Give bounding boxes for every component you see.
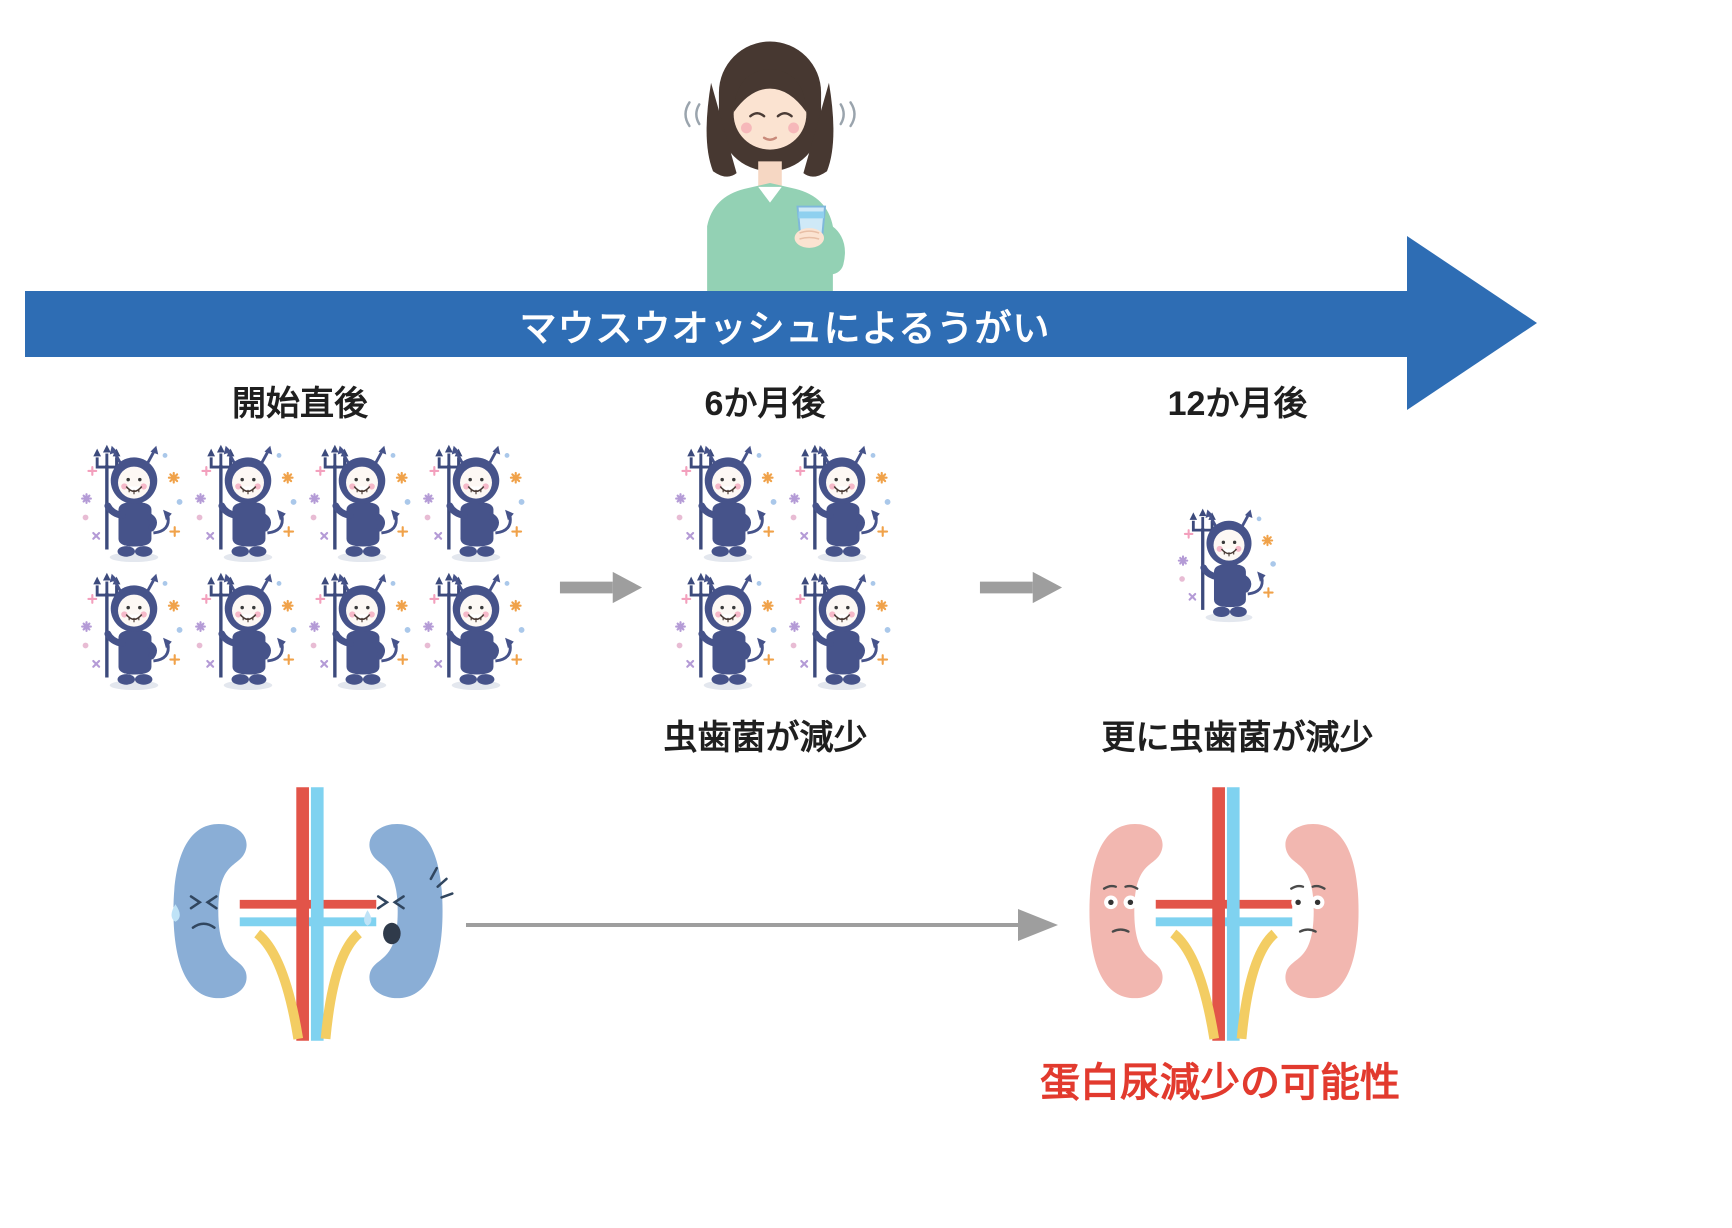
blue-right-arrow [25,236,1537,410]
cavity-germ-devil-icon [192,566,304,692]
cavity-germ-devil-icon [306,566,418,692]
pink-kidneys-icon [1089,787,1359,1041]
sad-blue-kidneys-icon [171,787,454,1041]
stage-label-12months: 12か月後 [1167,385,1308,423]
caption-germs-decrease: 虫歯菌が減少 [663,719,868,757]
sad-blue-kidneys-illustration [152,786,464,1042]
gray-right-arrow-icon [558,566,646,609]
gray-right-arrow-icon [978,566,1066,609]
timeline-arrow: マウスウオッシュによるうがい [25,236,1537,410]
germ-group-6months [672,438,900,694]
proteinuria-reduction-caption: 蛋白尿減少の可能性 [1040,1061,1400,1105]
stage-label-start: 開始直後 [232,385,368,423]
cavity-germ-devil-icon [672,438,784,564]
cavity-germ-devil-icon [78,438,190,564]
caption-germs-decrease-more: 更に虫歯菌が減少 [1101,719,1374,757]
kidney-progress-arrow [466,909,1058,941]
stage-label-6months: 6か月後 [704,385,826,423]
stage-arrow-2 [978,566,1066,608]
cavity-germ-devil-icon [306,438,418,564]
timeline-arrow-label: マウスウオッシュによるうがい [519,308,1051,349]
cavity-germ-devil-icon [1176,502,1282,624]
woman-gargling-icon [684,41,856,294]
woman-gargling-illustration [640,14,900,294]
cavity-germ-devil-icon [786,566,898,692]
cavity-germ-devil-icon [78,566,190,692]
cavity-germ-devil-icon [192,438,304,564]
cavity-germ-devil-icon [420,566,532,692]
germ-group-12months [1176,502,1286,628]
cavity-germ-devil-icon [786,438,898,564]
pink-kidneys-illustration [1068,786,1380,1042]
cavity-germ-devil-icon [672,566,784,692]
stage-arrow-1 [558,566,646,608]
germ-group-start [78,438,534,694]
cavity-germ-devil-icon [420,438,532,564]
